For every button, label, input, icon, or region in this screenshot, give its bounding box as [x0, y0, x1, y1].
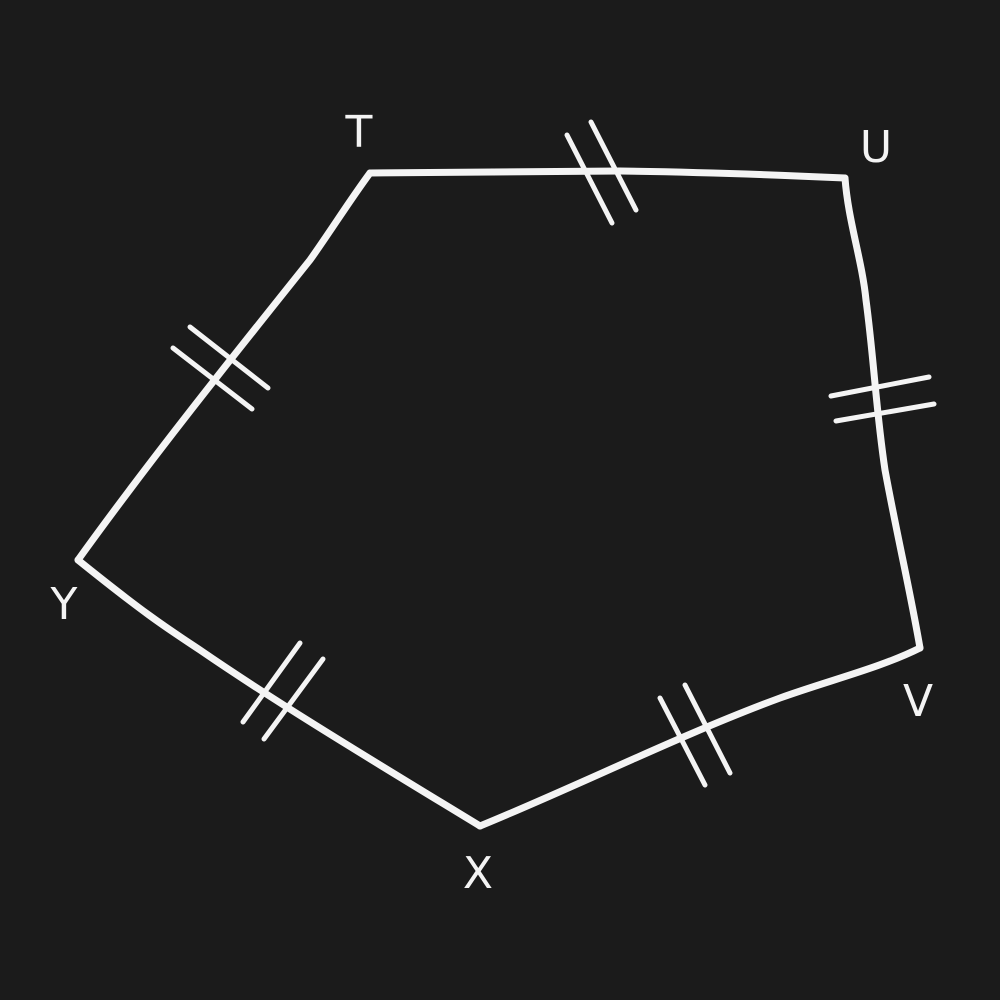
tick-marks-vx — [657, 682, 733, 788]
tick-uv-2 — [833, 401, 937, 424]
vertex-label-t: T — [345, 107, 373, 158]
vertex-label-u: U — [860, 122, 892, 173]
side-uv — [841, 174, 924, 652]
tick-marks-uv — [828, 374, 937, 424]
vertex-label-x: X — [463, 848, 493, 899]
tick-yt-2 — [187, 324, 271, 391]
tick-xy-2 — [261, 656, 326, 742]
tick-vx-2 — [682, 682, 733, 776]
tick-xy-1 — [240, 640, 303, 725]
tick-marks-yt — [170, 324, 271, 412]
tick-yt-1 — [170, 345, 255, 412]
tick-marks-tu — [564, 119, 639, 226]
vertex-label-y: Y — [50, 579, 78, 630]
tick-tu-1 — [564, 132, 615, 226]
tick-tu-2 — [588, 119, 639, 213]
tick-marks-xy — [240, 640, 326, 742]
tick-uv-1 — [828, 374, 932, 399]
vertex-label-v: V — [903, 676, 933, 727]
side-vx — [476, 644, 924, 830]
side-tu — [366, 167, 849, 182]
tick-vx-1 — [657, 695, 708, 788]
side-xy — [74, 556, 484, 830]
side-yt — [74, 169, 374, 564]
